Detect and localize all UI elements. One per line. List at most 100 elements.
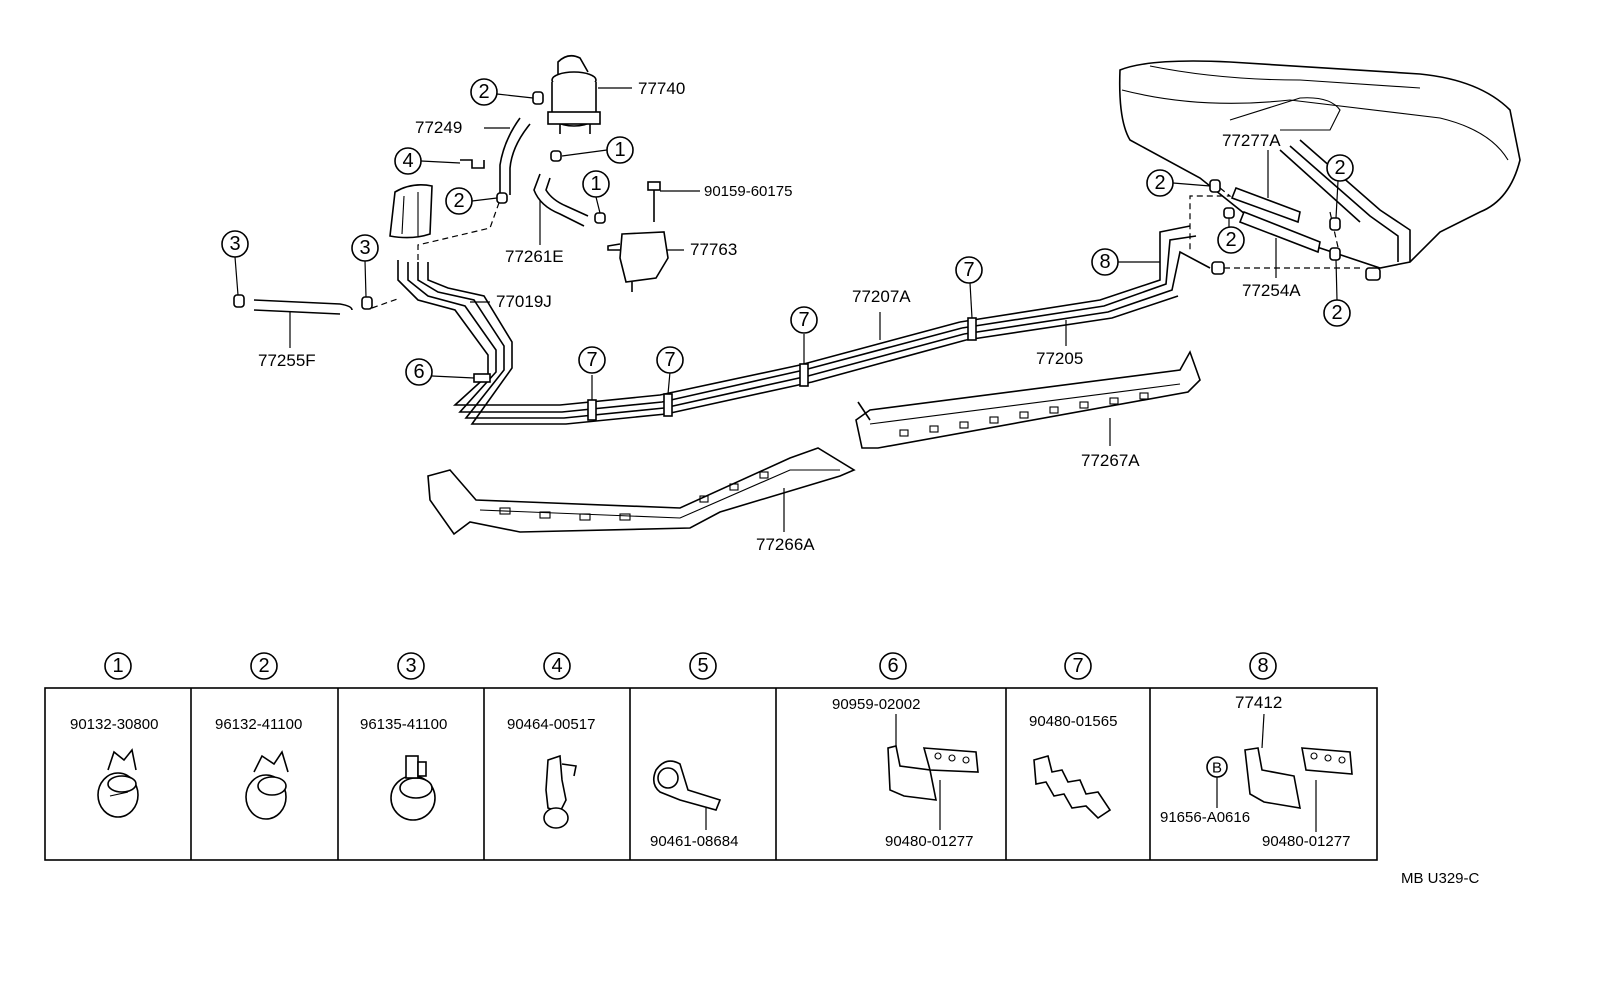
callout-1-b: 1 xyxy=(582,170,610,214)
part-label-77249: 77249 xyxy=(415,118,462,137)
legend-part-96132-41100: 96132-41100 xyxy=(215,716,302,733)
bracket-90959-drawing xyxy=(887,714,938,801)
svg-text:2: 2 xyxy=(1331,302,1342,324)
svg-text:7: 7 xyxy=(963,259,974,281)
svg-text:2: 2 xyxy=(1154,172,1165,194)
callout-7-d: 7 xyxy=(955,256,983,284)
svg-text:7: 7 xyxy=(1072,655,1083,677)
callout-2-d: 2 xyxy=(1217,218,1245,254)
callout-7-a: 7 xyxy=(578,346,606,374)
legend-header-7: 7 xyxy=(1064,652,1092,680)
svg-text:4: 4 xyxy=(402,150,413,172)
hose-77254A-drawing xyxy=(1238,210,1321,278)
part-label-77019J: 77019J xyxy=(496,292,552,311)
part-label-77207A: 77207A xyxy=(852,287,911,306)
legend-header-1: 1 xyxy=(104,652,132,680)
svg-text:1: 1 xyxy=(112,655,123,677)
part-label-77205: 77205 xyxy=(1036,349,1083,368)
legend-part-90480-01565: 90480-01565 xyxy=(1029,713,1117,730)
hose-77261E-drawing xyxy=(533,173,585,227)
part-label-77266A: 77266A xyxy=(756,535,815,554)
charcoal-canister-drawing xyxy=(547,54,632,134)
callout-3-b: 3 xyxy=(351,234,379,298)
svg-text:1: 1 xyxy=(614,139,625,161)
clamp-band-marks xyxy=(473,282,977,421)
part-label-77254A: 77254A xyxy=(1242,281,1301,300)
callout-3-a: 3 xyxy=(221,230,249,296)
fuel-tank-drawing xyxy=(1118,60,1521,269)
part-label-77277A: 77277A xyxy=(1222,131,1281,150)
fuel-line-bundle-rear xyxy=(879,225,1211,346)
svg-text:8: 8 xyxy=(1257,655,1268,677)
svg-text:3: 3 xyxy=(359,237,370,259)
svg-text:2: 2 xyxy=(478,81,489,103)
part-label-77261E: 77261E xyxy=(505,247,564,266)
part-label-77740: 77740 xyxy=(638,79,685,98)
hose-77255F-drawing xyxy=(253,299,353,311)
callout-2-c: 2 xyxy=(1146,169,1211,197)
svg-text:7: 7 xyxy=(586,349,597,371)
svg-text:3: 3 xyxy=(405,655,416,677)
clamp-90480-01277-b-drawing xyxy=(1301,747,1353,832)
callout-2-a: 2 xyxy=(470,78,534,106)
clamp-90480-01277-a-drawing xyxy=(922,747,979,830)
clamp-4-drawing xyxy=(460,159,485,169)
sub-marker-b: B xyxy=(1212,760,1222,777)
svg-text:2: 2 xyxy=(453,190,464,212)
legend-part-91656-A0616: 91656-A0616 xyxy=(1160,809,1250,826)
fuel-line-bundle-front xyxy=(397,260,967,425)
legend-part-96135-41100: 96135-41100 xyxy=(360,716,447,733)
bracket-77412-drawing: B xyxy=(1206,713,1301,809)
svg-text:1: 1 xyxy=(590,173,601,195)
legend-header-8: 8 xyxy=(1249,652,1277,680)
svg-text:4: 4 xyxy=(551,655,562,677)
legend-part-90480-01277-b: 90480-01277 xyxy=(1262,833,1350,850)
reference-code: MB U329-C xyxy=(1401,870,1480,887)
clamp-96132-drawing xyxy=(245,750,289,820)
legend-header-6: 6 xyxy=(879,652,907,680)
hose-77249-drawing xyxy=(499,117,521,195)
svg-text:6: 6 xyxy=(887,655,898,677)
svg-text:7: 7 xyxy=(798,309,809,331)
callout-1-a: 1 xyxy=(561,136,634,164)
legend-header-5: 5 xyxy=(689,652,717,680)
clamp-90132-drawing xyxy=(97,748,139,818)
callout-2-b: 2 xyxy=(445,187,498,215)
clamp-90480-01565-drawing xyxy=(1033,755,1112,820)
legend-part-90461-08684: 90461-08684 xyxy=(650,833,738,850)
clamp-96135-drawing xyxy=(390,755,436,821)
legend-part-90464-00517: 90464-00517 xyxy=(507,716,595,733)
part-label-77763: 77763 xyxy=(690,240,737,259)
callout-6: 6 xyxy=(405,358,475,386)
clamp-drawing xyxy=(532,91,606,224)
legend-part-77412: 77412 xyxy=(1235,693,1282,712)
svg-text:2: 2 xyxy=(1334,157,1345,179)
hose-77277A-drawing xyxy=(1230,150,1301,224)
callout-2-e: 2 xyxy=(1326,154,1354,219)
callout-8: 8 xyxy=(1091,248,1160,276)
filter-element-drawing xyxy=(389,184,433,239)
legend-header-4: 4 xyxy=(543,652,571,680)
svg-text:3: 3 xyxy=(229,233,240,255)
part-label-77255F: 77255F xyxy=(258,351,316,370)
svg-text:6: 6 xyxy=(413,361,424,383)
callout-7-c: 7 xyxy=(790,306,818,334)
legend-table xyxy=(44,687,1378,861)
svg-text:8: 8 xyxy=(1099,251,1110,273)
callout-4: 4 xyxy=(394,147,461,175)
legend-header-3: 3 xyxy=(397,652,425,680)
svg-text:5: 5 xyxy=(697,655,708,677)
legend-header-2: 2 xyxy=(250,652,278,680)
part-label-90159-60175: 90159-60175 xyxy=(704,183,792,200)
protector-77266A-drawing xyxy=(427,447,856,536)
svg-text:2: 2 xyxy=(258,655,269,677)
legend-part-90480-01277-a: 90480-01277 xyxy=(885,833,973,850)
svg-text:2: 2 xyxy=(1225,229,1236,251)
clamp-90464-drawing xyxy=(543,754,577,829)
callout-7-b: 7 xyxy=(656,346,684,374)
legend-part-90959-02002: 90959-02002 xyxy=(832,696,920,713)
callout-2-f: 2 xyxy=(1323,259,1351,327)
clamp-90461-drawing xyxy=(652,760,722,830)
bolt-90159-drawing xyxy=(647,181,700,222)
